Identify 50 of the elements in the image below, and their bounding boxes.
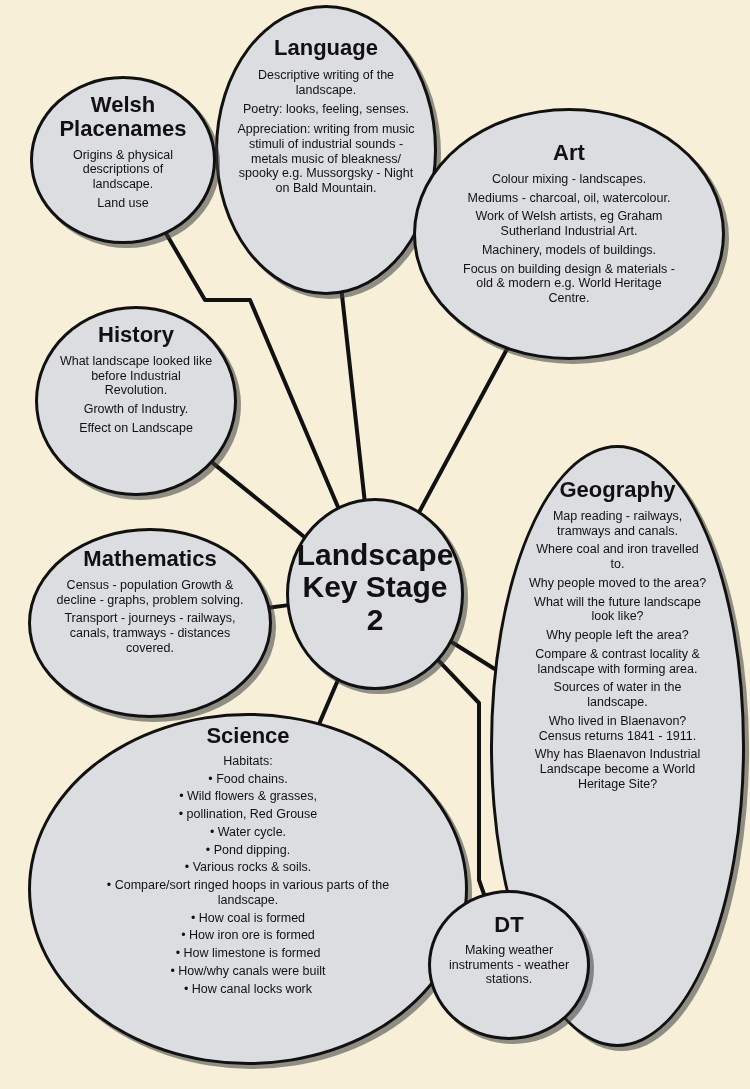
topic-heading: Landscape Key Stage 2 (296, 539, 454, 637)
topic-note: Where coal and iron travelled to. (535, 542, 700, 572)
topic-note: Map reading - railways, tramways and canals. (551, 508, 684, 539)
topic-note: Sources of water in the landscape. (552, 680, 683, 710)
topic-note: • Food chains. (208, 771, 288, 787)
topic-note: • How canal locks work (184, 981, 312, 997)
topic-note: Land use (97, 195, 149, 211)
topic-note: Compare & contrast locality & landscape with forming area. (534, 646, 701, 677)
topic-note: Who lived in Blaenavon? Census returns 1841 - 1911. (537, 713, 698, 744)
topic-note: Origins & physical descriptions of landscape. (71, 147, 174, 192)
topic-note: Why people moved to the area? (528, 575, 707, 591)
topic-note: Work of Welsh artists, eg Graham Sutherland Industrial Art. (474, 209, 664, 239)
connector-line (417, 347, 509, 513)
topic-note: Poetry: looks, feeling, senses. (242, 102, 410, 117)
topic-note: Transport - journeys - railways, canals, tramways - distances covered. (63, 611, 237, 656)
topic-heading: Language (274, 36, 378, 60)
topic-note: Descriptive writing of the landscape. (256, 67, 396, 98)
topic-note: • Wild flowers & grasses, (179, 789, 317, 804)
topic-heading: Science (206, 724, 290, 748)
topic-note: Census - population Growth & decline - graphs, problem solving. (55, 577, 245, 608)
topic-note: • How iron ore is formed (181, 928, 315, 943)
topic-note: Appreciation: writing from music stimuli of industrial sounds - metals music of bleakness/ spooky e.g. Mussorgsky - Night on Bald Mountain. (236, 122, 416, 196)
topic-note: • Compare/sort ringed hoops in various parts of the landscape. (105, 878, 391, 908)
topic-note: • Various rocks & soils. (184, 860, 312, 875)
topic-heading: Geography (559, 478, 676, 502)
topic-note: Growth of Industry. (83, 402, 189, 417)
topic-note: What landscape looked like before Industrial Revolution. (58, 353, 214, 398)
connector-line (317, 679, 340, 725)
topic-note: Why has Blaenavon Industrial Landscape become a World Heritage Site? (533, 747, 702, 792)
topic-note: What will the future landscape look like? (533, 594, 702, 624)
topic-note: Mediums - charcoal, oil, watercolour. (467, 190, 671, 206)
topic-note: • How coal is formed (190, 910, 306, 926)
topic-heading: DT (494, 913, 524, 937)
topic-note: Colour mixing - landscapes. (491, 171, 647, 187)
topic-heading: History (98, 323, 174, 347)
topic-heading: Mathematics (83, 547, 217, 571)
topic-note: Why people left the area? (546, 628, 689, 643)
topic-heading: Welsh Placenames (58, 93, 188, 141)
topic-note: • How/why canals were built (170, 963, 326, 979)
topic-note: Habitats: (223, 753, 273, 769)
topic-note: • How limestone is formed (175, 946, 321, 961)
topic-heading: Art (553, 141, 585, 165)
topic-note: Machinery, models of buildings. (481, 242, 657, 258)
topic-note: Making weather instruments - weather stations. (447, 942, 571, 987)
connector-line (210, 460, 306, 539)
topic-note: Effect on Landscape (79, 420, 193, 436)
topic-note: Focus on building design & materials - old & modern e.g. World Heritage Centre. (462, 261, 676, 306)
topic-note: • pollination, Red Grouse (178, 807, 318, 822)
topic-note: • Water cycle. (209, 824, 287, 840)
topic-note: • Pond dipping. (205, 842, 291, 858)
